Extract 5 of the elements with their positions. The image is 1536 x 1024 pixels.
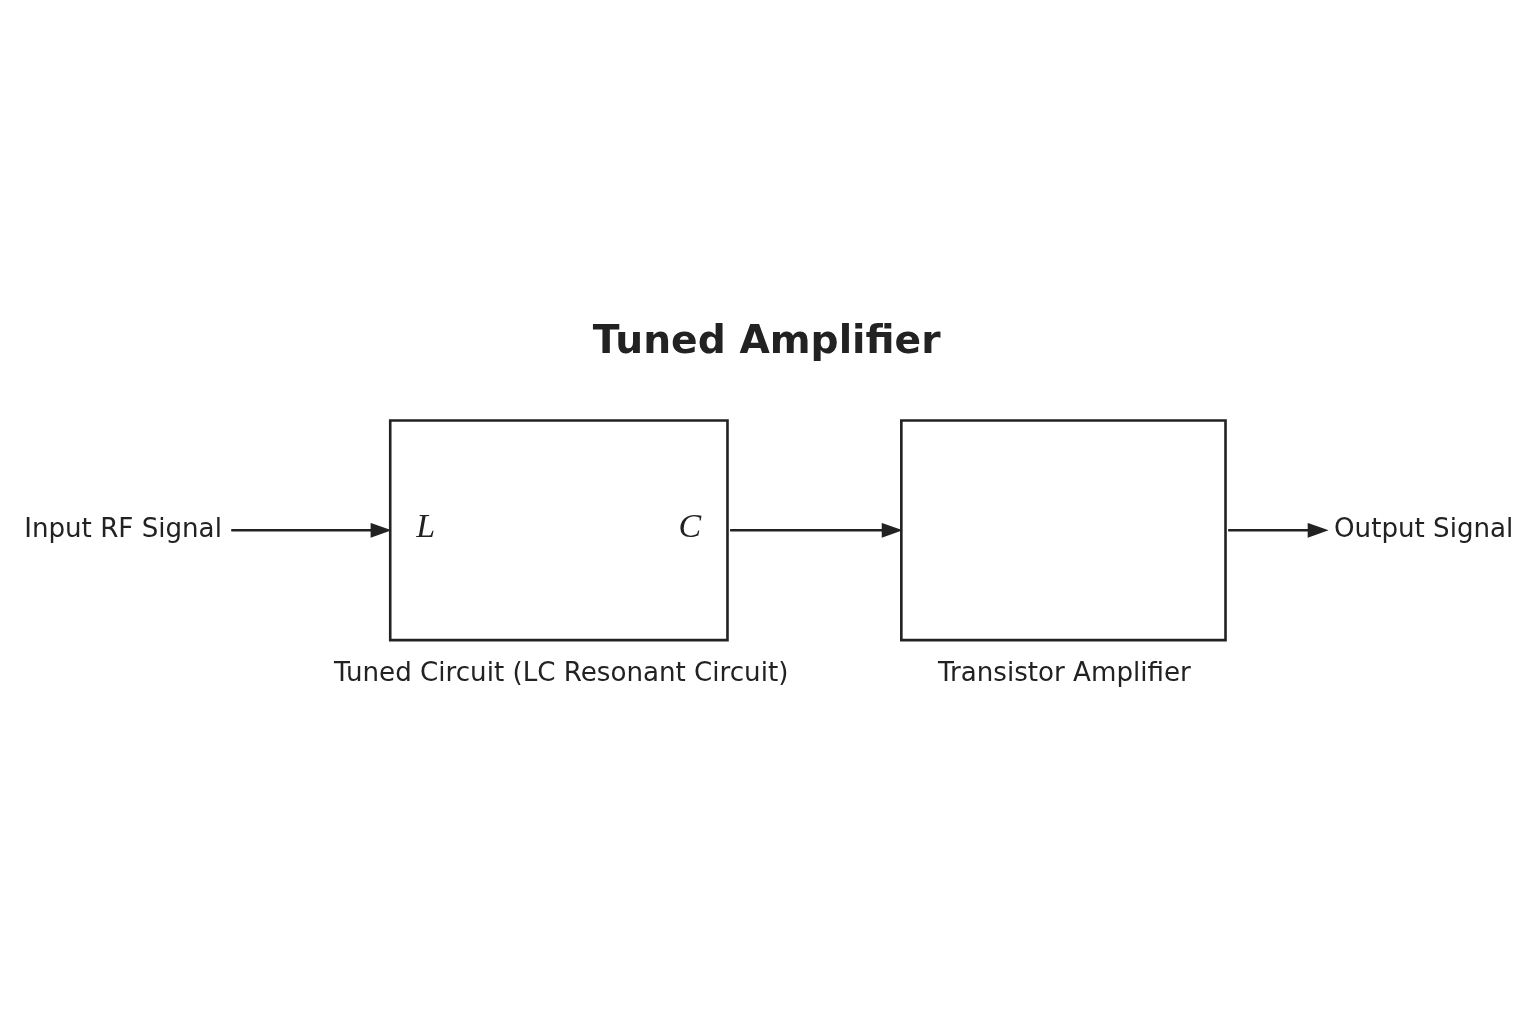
node-label: Transistor Amplifier (937, 656, 1191, 687)
diagram-title: Tuned Amplifier (592, 316, 941, 362)
node-text: Input RF Signal (24, 512, 222, 543)
node-label: Tuned Circuit (LC Resonant Circuit) (334, 656, 789, 687)
node-text: Output Signal (1334, 512, 1514, 543)
